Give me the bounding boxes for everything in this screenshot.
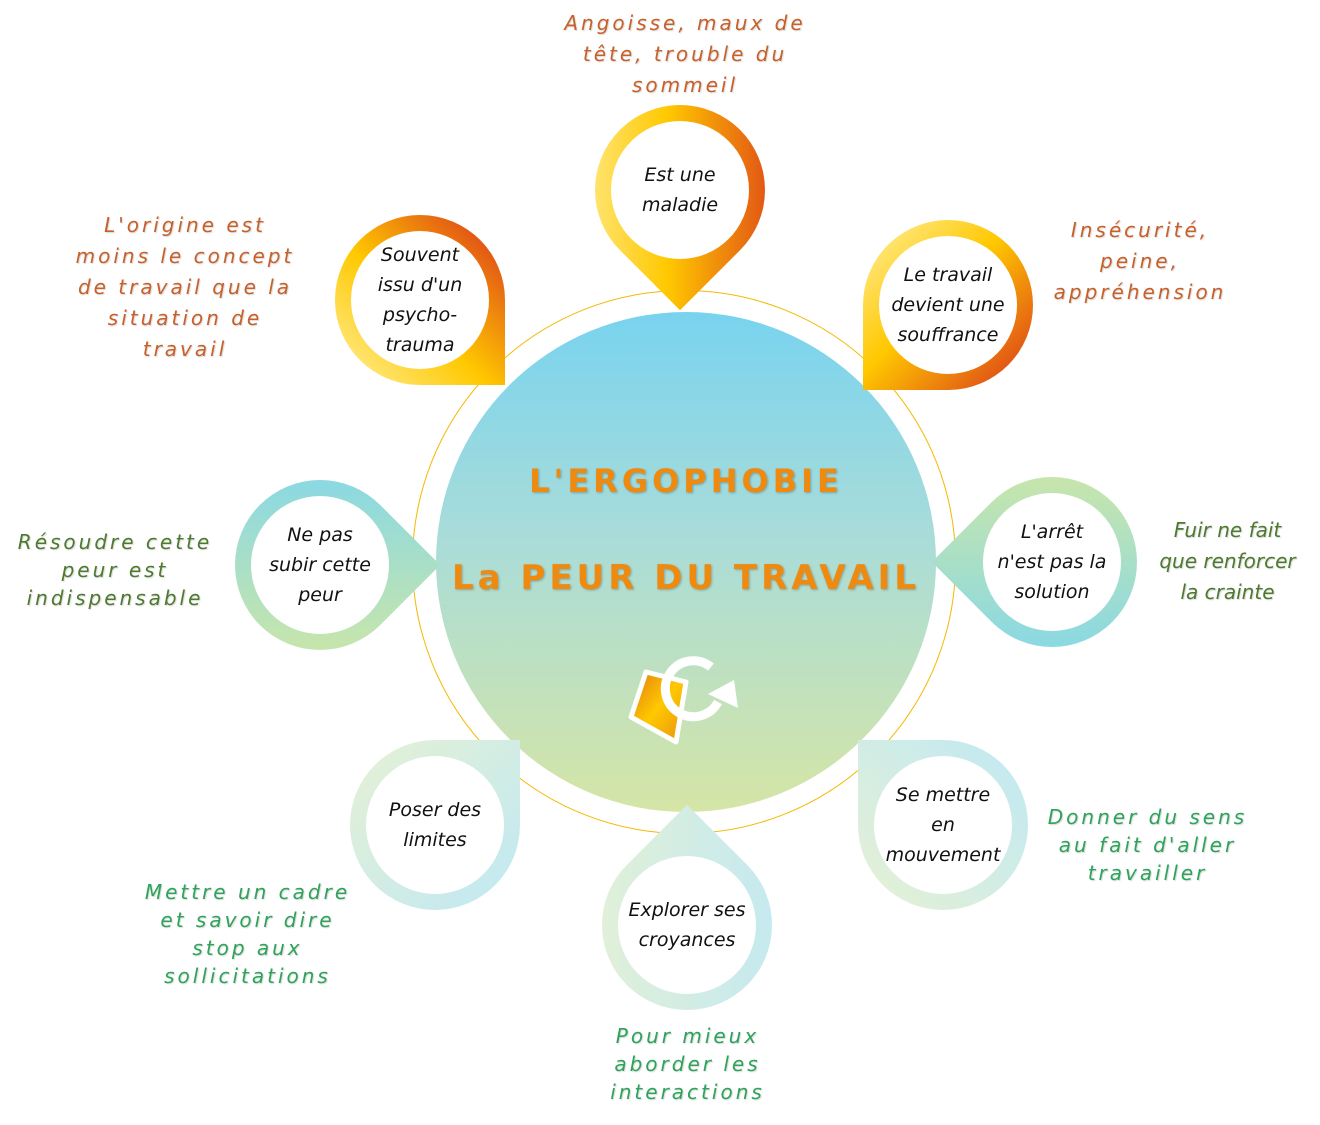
- pin-psychotrauma: Souvent issu d'un psycho- trauma: [335, 215, 505, 385]
- pin-label: Souvent issu d'un psycho- trauma: [351, 231, 489, 369]
- pin-souffrance: Le travail devient une souffrance: [863, 220, 1033, 390]
- note-croyances: Pour mieux aborder les interactions: [610, 1024, 765, 1104]
- note-ne-pas-subir: Résoudre cette peur est indispensable: [17, 530, 213, 610]
- pin-label: Se mettre en mouvement: [874, 756, 1012, 894]
- main-subtitle: La PEUR DU TRAVAIL: [452, 558, 920, 598]
- main-title: L'ERGOPHOBIE: [529, 462, 843, 500]
- note-limites: Mettre un cadre et savoir dire stop aux …: [144, 880, 351, 988]
- pin-label: Poser des limites: [366, 756, 504, 894]
- note-mouvement: Donner du sens au fait d'aller travaille…: [1047, 805, 1248, 885]
- central-circle: L'ERGOPHOBIE La PEUR DU TRAVAIL: [436, 312, 936, 812]
- note-souffrance: Insécurité, peine, appréhension: [1053, 218, 1227, 304]
- pin-limites: Poser des limites: [350, 740, 520, 910]
- pin-label: Est une maladie: [611, 121, 749, 259]
- pin-arret: L'arrêt n'est pas la solution: [931, 441, 1173, 683]
- pin-mouvement: Se mettre en mouvement: [858, 740, 1028, 910]
- note-maladie: Angoisse, maux de tête, trouble du somme…: [564, 11, 806, 97]
- pin-label: L'arrêt n'est pas la solution: [983, 493, 1121, 631]
- note-arret: Fuir ne fait que renforcer la crainte: [1159, 518, 1296, 604]
- pin-maladie: Est une maladie: [559, 69, 801, 311]
- logo-icon: [628, 656, 738, 745]
- pin-label: Explorer ses croyances: [618, 856, 756, 994]
- pin-label: Ne pas subir cette peur: [251, 496, 389, 634]
- note-psychotrauma: L'origine est moins le concept de travai…: [75, 213, 295, 361]
- pin-ne-pas-subir: Ne pas subir cette peur: [199, 444, 441, 686]
- pin-croyances: Explorer ses croyances: [566, 804, 808, 1046]
- pin-label: Le travail devient une souffrance: [879, 236, 1017, 374]
